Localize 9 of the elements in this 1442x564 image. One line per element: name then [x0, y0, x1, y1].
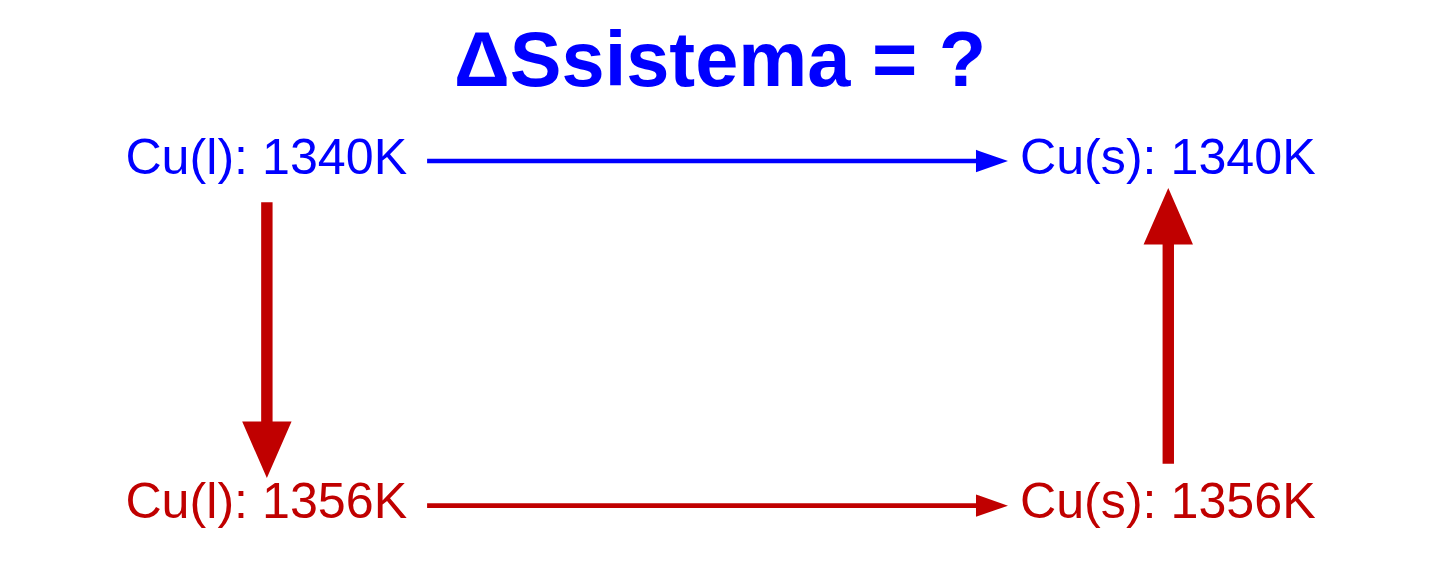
arrow: [1143, 188, 1193, 464]
arrow: [242, 202, 292, 478]
node-text: Cu(l): 1356K: [125, 473, 408, 530]
diagram-title: ΔSsistema = ?: [454, 16, 987, 103]
node-text: Cu(s): 1340K: [1019, 128, 1316, 185]
node-text: Cu(l): 1340K: [125, 128, 408, 185]
arrow: [427, 149, 1008, 173]
arrow: [427, 494, 1008, 517]
node-text: Cu(s): 1356K: [1019, 473, 1316, 530]
